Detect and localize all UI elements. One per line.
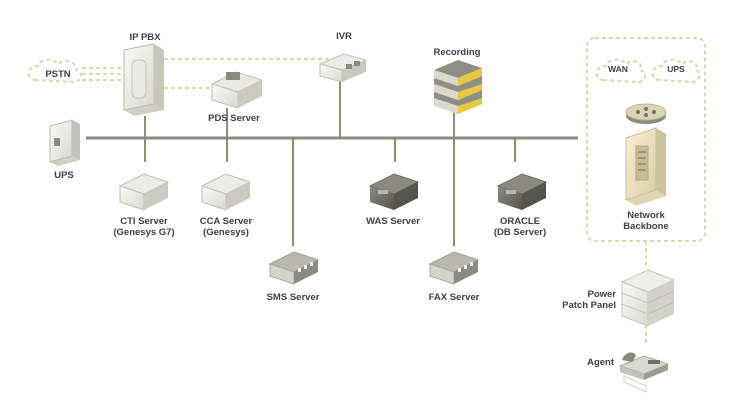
cti-server-label: CTI Server	[120, 216, 168, 227]
cti-server-sublabel: (Genesys G7)	[113, 227, 174, 238]
oracle-sublabel: (DB Server)	[494, 227, 546, 238]
cca-server-sublabel: (Genesys)	[203, 227, 249, 238]
was-server-icon	[368, 173, 420, 210]
network-backbone-sublabel: Backbone	[623, 221, 668, 232]
sms-server-label: SMS Server	[267, 292, 320, 303]
ip-pbx-icon	[123, 43, 164, 116]
wan-label: WAN	[608, 64, 628, 74]
ups-icon	[49, 119, 80, 166]
recording-icon	[434, 60, 482, 114]
ups-label: UPS	[54, 170, 74, 181]
power-patch-panel-icon	[620, 269, 676, 327]
ups-cloud-label: UPS	[667, 64, 685, 74]
was-server-label: WAS Server	[366, 216, 420, 227]
pds-server-icon	[210, 71, 264, 109]
power-patch-panel-label: Power	[587, 289, 616, 300]
pds-server-label: PDS Server	[208, 113, 260, 124]
sms-server-icon	[268, 251, 320, 285]
cca-server-icon	[200, 173, 252, 211]
ups-cloud-icon	[651, 58, 701, 84]
ivr-icon	[318, 53, 368, 83]
network-backbone-icon	[625, 127, 666, 206]
network-bus	[86, 80, 578, 246]
power-patch-panel-sublabel: Patch Panel	[562, 300, 616, 311]
oracle-label: ORACLE	[500, 216, 540, 227]
network-backbone-label: Network	[627, 210, 665, 221]
fax-server-icon	[428, 251, 480, 285]
router-icon	[625, 103, 667, 124]
pstn-cloud-icon	[27, 58, 82, 84]
ivr-label: IVR	[336, 31, 352, 42]
dashed-links	[82, 37, 706, 346]
cti-server-icon	[118, 173, 170, 211]
agent-phone-icon	[618, 352, 670, 393]
pstn-label: PSTN	[45, 69, 70, 80]
fax-server-label: FAX Server	[429, 292, 480, 303]
ip-pbx-label: IP PBX	[130, 32, 162, 43]
oracle-server-icon	[496, 173, 548, 210]
cca-server-label: CCA Server	[200, 216, 253, 227]
recording-label: Recording	[434, 47, 481, 58]
wan-cloud-icon	[595, 58, 646, 84]
agent-label: Agent	[587, 357, 615, 368]
